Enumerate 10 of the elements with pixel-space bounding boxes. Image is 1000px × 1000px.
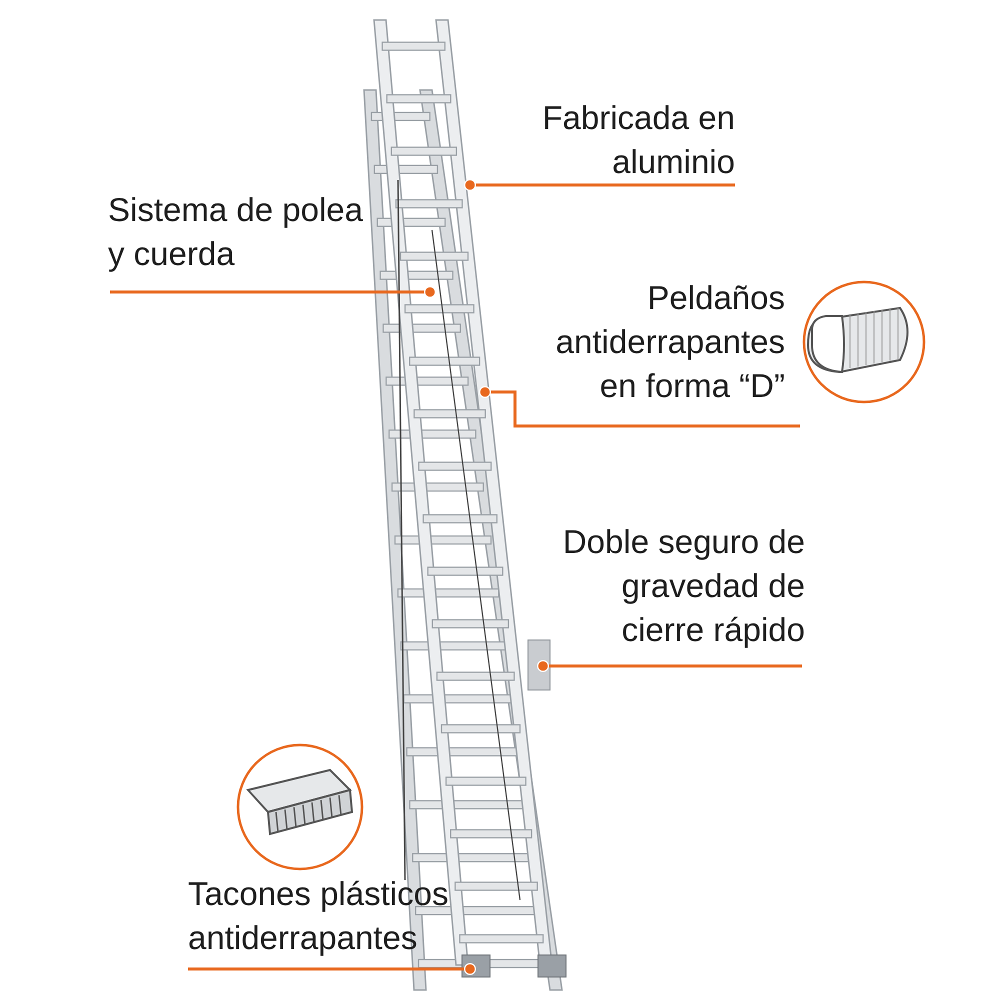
callout-text: Doble seguro de gravedad de cierre rápido bbox=[545, 520, 805, 652]
callout-text: Sistema de polea y cuerda bbox=[108, 188, 383, 276]
leader-line bbox=[464, 179, 735, 191]
callout-text: Fabricada en aluminio bbox=[530, 96, 735, 184]
callout-text: Tacones plásticos antiderrapantes bbox=[188, 872, 473, 960]
leader-line bbox=[188, 963, 476, 975]
leader-line bbox=[479, 386, 800, 428]
callout-text: Peldaños antiderrapantes en forma “D” bbox=[530, 276, 785, 408]
leader-line bbox=[110, 286, 436, 298]
leader-line bbox=[537, 660, 802, 672]
